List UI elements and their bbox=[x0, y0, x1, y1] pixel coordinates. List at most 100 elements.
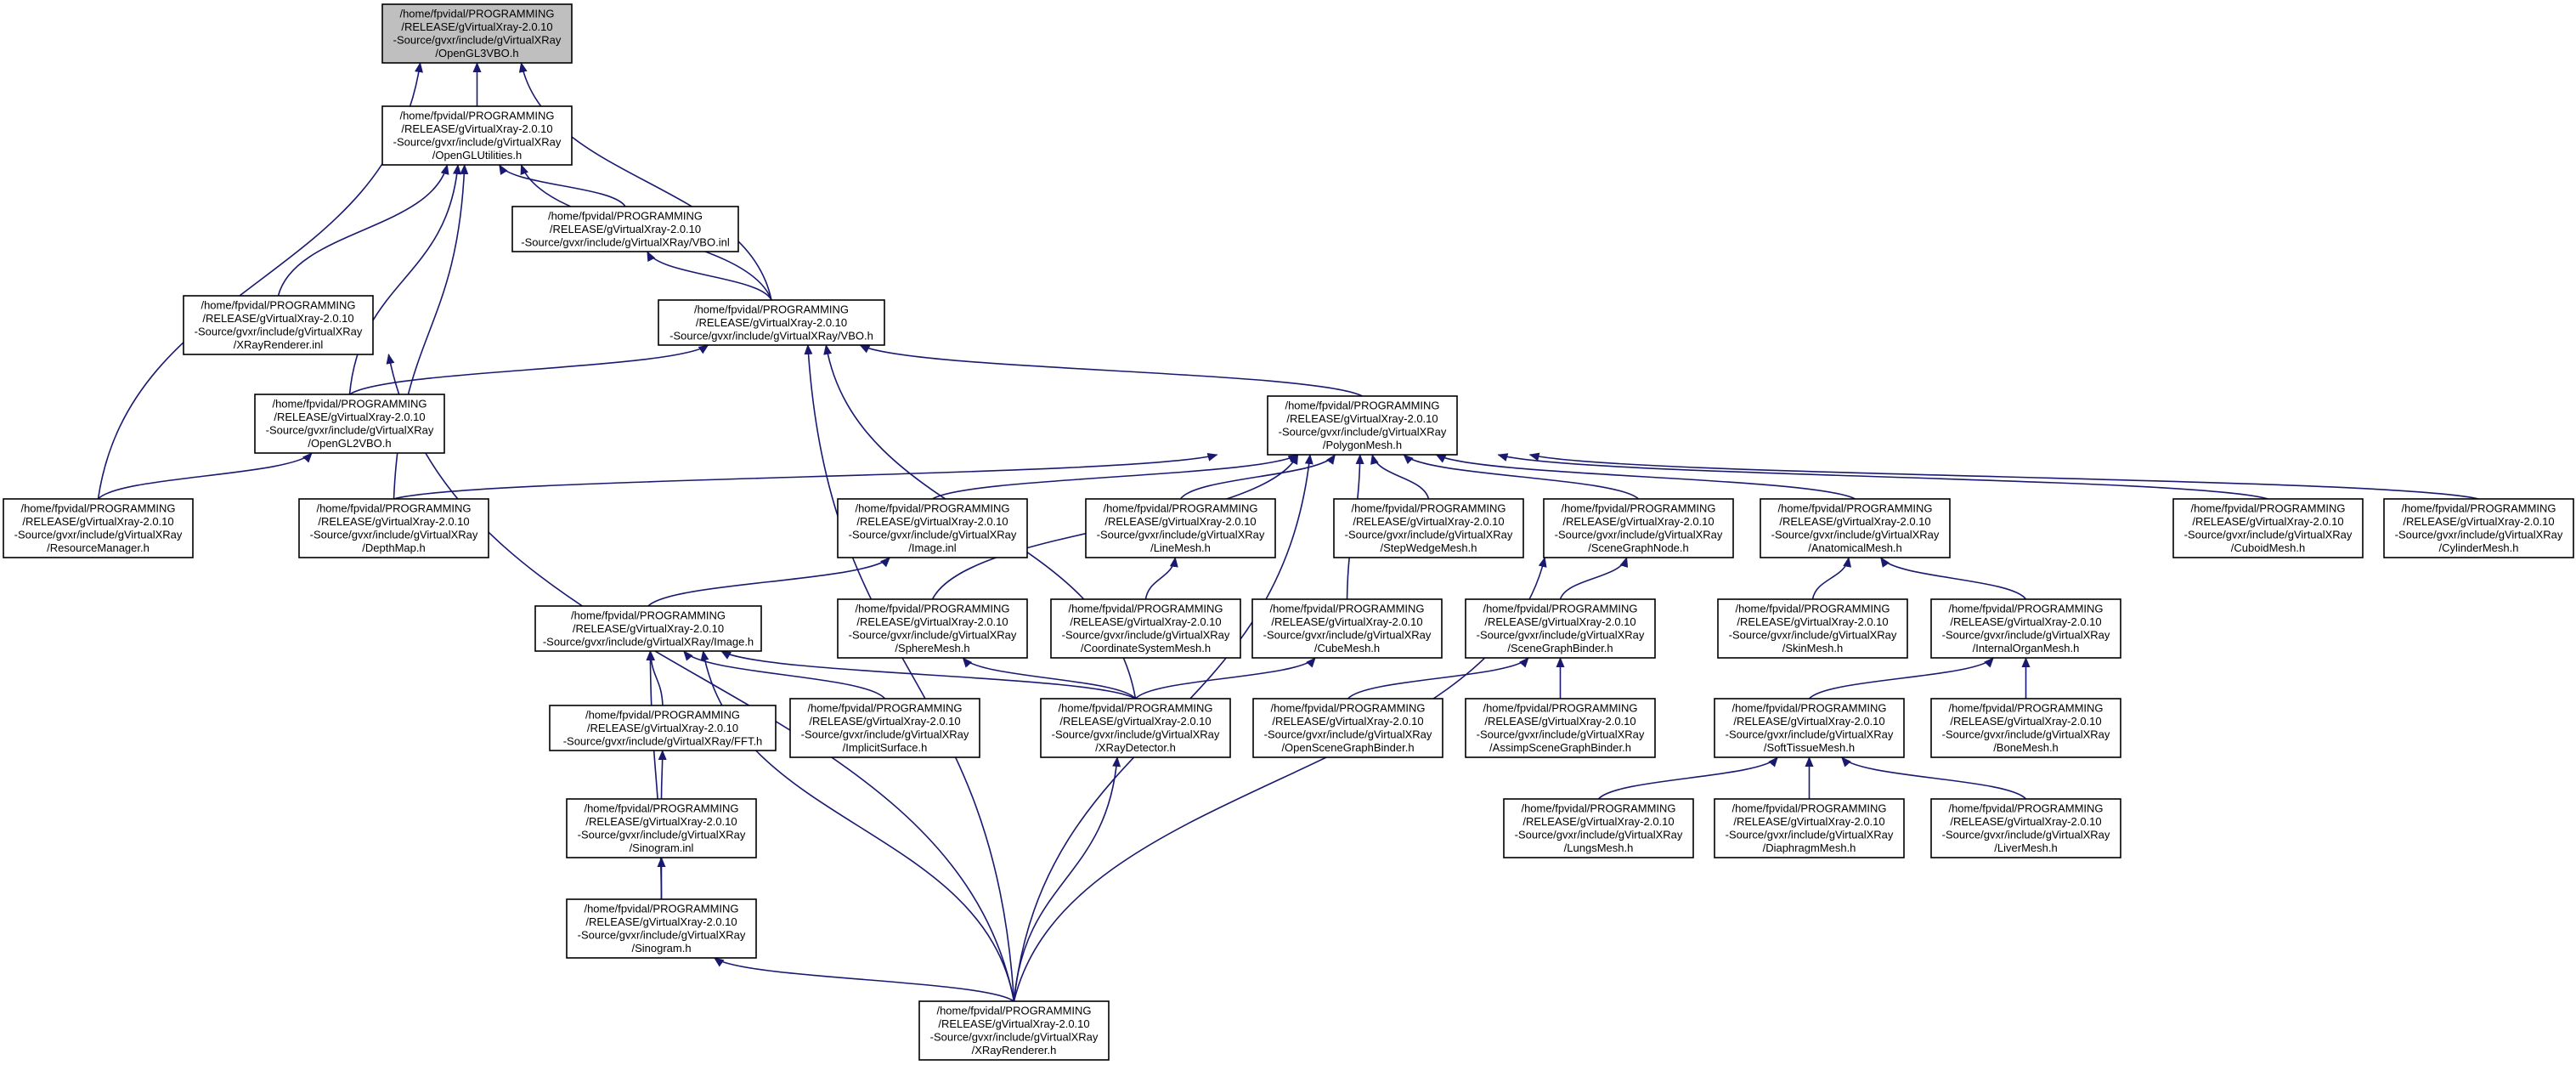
edge-lungsmesh-to-softtissuemesh bbox=[1597, 756, 1778, 800]
node-label-line: /home/fpvidal/PROGRAMMING bbox=[855, 603, 1009, 615]
file-node-diaphragmmesh[interactable]: /home/fpvidal/PROGRAMMING/RELEASE/gVirtu… bbox=[1714, 798, 1905, 858]
file-node-cylindermesh[interactable]: /home/fpvidal/PROGRAMMING/RELEASE/gVirtu… bbox=[2383, 498, 2574, 558]
file-node-linemesh[interactable]: /home/fpvidal/PROGRAMMING/RELEASE/gVirtu… bbox=[1085, 498, 1276, 558]
file-node-softtissuemesh[interactable]: /home/fpvidal/PROGRAMMING/RELEASE/gVirtu… bbox=[1714, 698, 1905, 758]
node-label-line: /home/fpvidal/PROGRAMMING bbox=[1285, 399, 1439, 412]
file-node-anatomicalmesh[interactable]: /home/fpvidal/PROGRAMMING/RELEASE/gVirtu… bbox=[1760, 498, 1951, 558]
file-node-image-inl[interactable]: /home/fpvidal/PROGRAMMING/RELEASE/gVirtu… bbox=[837, 498, 1028, 558]
file-node-skinmesh[interactable]: /home/fpvidal/PROGRAMMING/RELEASE/gVirtu… bbox=[1717, 598, 1908, 659]
file-node-image-h[interactable]: /home/fpvidal/PROGRAMMING/RELEASE/gVirtu… bbox=[534, 605, 762, 652]
file-node-assimpscenegraphbinder[interactable]: /home/fpvidal/PROGRAMMING/RELEASE/gVirtu… bbox=[1465, 698, 1656, 758]
file-node-opengl3vbo[interactable]: /home/fpvidal/PROGRAMMING/RELEASE/gVirtu… bbox=[381, 3, 573, 64]
node-label-line: /home/fpvidal/PROGRAMMING bbox=[1521, 802, 1675, 815]
edge-xrayrenderer-h-to-xraydetector bbox=[1013, 756, 1121, 1002]
node-label-line: /InternalOrganMesh.h bbox=[1973, 642, 2080, 654]
node-label-line: /OpenGL2VBO.h bbox=[308, 437, 391, 450]
node-label-line: -Source/gvxr/include/gVirtualXRay/VBO.in… bbox=[521, 235, 730, 248]
file-node-vbo-inl[interactable]: /home/fpvidal/PROGRAMMING/RELEASE/gVirtu… bbox=[511, 206, 739, 252]
node-label-line: /LiverMesh.h bbox=[1994, 841, 2057, 854]
file-node-coordinatesystemmesh[interactable]: /home/fpvidal/PROGRAMMING/RELEASE/gVirtu… bbox=[1050, 598, 1241, 659]
node-label-line: /DiaphragmMesh.h bbox=[1763, 841, 1856, 854]
node-box bbox=[837, 598, 1028, 659]
edge-scenegraphnode-to-polygonmesh bbox=[1403, 454, 1640, 500]
file-node-openglutilities[interactable]: /home/fpvidal/PROGRAMMING/RELEASE/gVirtu… bbox=[381, 105, 573, 166]
node-label-line: -Source/gvxr/include/gVirtualXRay bbox=[1726, 829, 1894, 841]
node-label-line: -Source/gvxr/include/gVirtualXRay bbox=[930, 1031, 1099, 1044]
node-label-line: -Source/gvxr/include/gVirtualXRay bbox=[801, 728, 969, 741]
node-label-line: /SceneGraphBinder.h bbox=[1507, 642, 1613, 654]
node-label-line: -Source/gvxr/include/gVirtualXRay/FFT.h bbox=[563, 734, 763, 747]
file-node-stepwedgemesh[interactable]: /home/fpvidal/PROGRAMMING/RELEASE/gVirtu… bbox=[1333, 498, 1524, 558]
node-label-line: /RELEASE/gVirtualXray-2.0.10 bbox=[585, 815, 737, 828]
file-node-cuboidmesh[interactable]: /home/fpvidal/PROGRAMMING/RELEASE/gVirtu… bbox=[2172, 498, 2364, 558]
file-node-lungsmesh[interactable]: /home/fpvidal/PROGRAMMING/RELEASE/gVirtu… bbox=[1503, 798, 1694, 858]
node-label-line: /home/fpvidal/PROGRAMMING bbox=[1351, 502, 1505, 515]
node-box bbox=[1714, 698, 1905, 758]
node-label-line: /RELEASE/gVirtualXray-2.0.10 bbox=[856, 615, 1008, 628]
node-label-line: /SceneGraphNode.h bbox=[1588, 541, 1689, 554]
file-node-livermesh[interactable]: /home/fpvidal/PROGRAMMING/RELEASE/gVirtu… bbox=[1930, 798, 2121, 858]
node-label-line: /RELEASE/gVirtualXray-2.0.10 bbox=[1522, 815, 1674, 828]
node-label-line: /home/fpvidal/PROGRAMMING bbox=[1777, 502, 1932, 515]
node-label-line: /ImplicitSurface.h bbox=[843, 741, 928, 754]
file-node-depthmap[interactable]: /home/fpvidal/PROGRAMMING/RELEASE/gVirtu… bbox=[298, 498, 489, 558]
node-label-line: -Source/gvxr/include/gVirtualXRay bbox=[849, 629, 1017, 642]
node-label-line: /home/fpvidal/PROGRAMMING bbox=[1269, 603, 1424, 615]
node-label-line: -Source/gvxr/include/gVirtualXRay bbox=[1477, 728, 1645, 741]
file-node-cubemesh[interactable]: /home/fpvidal/PROGRAMMING/RELEASE/gVirtu… bbox=[1251, 598, 1443, 659]
file-node-scenegraphbinder[interactable]: /home/fpvidal/PROGRAMMING/RELEASE/gVirtu… bbox=[1465, 598, 1656, 659]
node-label-line: /RELEASE/gVirtualXray-2.0.10 bbox=[550, 223, 701, 235]
node-label-line: /RELEASE/gVirtualXray-2.0.10 bbox=[2192, 515, 2343, 528]
node-label-line: /RELEASE/gVirtualXray-2.0.10 bbox=[1059, 715, 1211, 728]
edge-softtissuemesh-to-internalorganmesh bbox=[1808, 657, 1994, 700]
node-label-line: /home/fpvidal/PROGRAMMING bbox=[1483, 603, 1637, 615]
file-node-scenegraphnode[interactable]: /home/fpvidal/PROGRAMMING/RELEASE/gVirtu… bbox=[1543, 498, 1734, 558]
edge-polygonmesh-to-vbo-h bbox=[859, 344, 1363, 397]
file-node-implicitsurface[interactable]: /home/fpvidal/PROGRAMMING/RELEASE/gVirtu… bbox=[789, 698, 980, 758]
edge-linemesh-to-polygonmesh bbox=[1179, 454, 1336, 500]
edge-openscenegraphbinder-to-scenegraphbinder bbox=[1347, 657, 1529, 700]
node-box bbox=[183, 295, 374, 355]
node-label-line: /XRayRenderer.h bbox=[972, 1044, 1057, 1057]
edge-xrayrenderer-h-to-xrayrenderer-inl bbox=[386, 354, 1015, 1002]
file-node-resourcemanager[interactable]: /home/fpvidal/PROGRAMMING/RELEASE/gVirtu… bbox=[3, 498, 194, 558]
node-label-line: /home/fpvidal/PROGRAMMING bbox=[571, 609, 726, 621]
file-node-opengl2vbo[interactable]: /home/fpvidal/PROGRAMMING/RELEASE/gVirtu… bbox=[254, 394, 445, 454]
node-label-line: /RELEASE/gVirtualXray-2.0.10 bbox=[1950, 815, 2101, 828]
node-label-line: -Source/gvxr/include/gVirtualXRay bbox=[1097, 529, 1265, 541]
node-label-line: /RELEASE/gVirtualXray-2.0.10 bbox=[1286, 412, 1438, 425]
node-label-line: -Source/gvxr/include/gVirtualXRay bbox=[2395, 529, 2563, 541]
node-label-line: /home/fpvidal/PROGRAMMING bbox=[1948, 702, 2103, 715]
file-node-xrayrenderer-inl[interactable]: /home/fpvidal/PROGRAMMING/RELEASE/gVirtu… bbox=[183, 295, 374, 355]
file-node-internalorganmesh[interactable]: /home/fpvidal/PROGRAMMING/RELEASE/gVirtu… bbox=[1930, 598, 2121, 659]
node-label-line: /CubeMesh.h bbox=[1314, 642, 1380, 654]
file-node-xrayrenderer-h[interactable]: /home/fpvidal/PROGRAMMING/RELEASE/gVirtu… bbox=[918, 1000, 1110, 1061]
node-box bbox=[1040, 698, 1231, 758]
node-label-line: /RELEASE/gVirtualXray-2.0.10 bbox=[809, 715, 960, 728]
node-label-line: /RELEASE/gVirtualXray-2.0.10 bbox=[274, 411, 425, 423]
node-label-line: /RELEASE/gVirtualXray-2.0.10 bbox=[1070, 615, 1221, 628]
file-node-polygonmesh[interactable]: /home/fpvidal/PROGRAMMING/RELEASE/gVirtu… bbox=[1267, 395, 1458, 456]
file-node-bonemesh[interactable]: /home/fpvidal/PROGRAMMING/RELEASE/gVirtu… bbox=[1930, 698, 2121, 758]
node-label-line: /DepthMap.h bbox=[362, 541, 425, 554]
node-label-line: /RELEASE/gVirtualXray-2.0.10 bbox=[1353, 515, 1504, 528]
file-node-sinogram-h[interactable]: /home/fpvidal/PROGRAMMING/RELEASE/gVirtu… bbox=[566, 898, 757, 959]
node-label-line: -Source/gvxr/include/gVirtualXRay/Image.… bbox=[543, 635, 754, 648]
edge-fft-to-image-h bbox=[647, 650, 664, 706]
file-node-xraydetector[interactable]: /home/fpvidal/PROGRAMMING/RELEASE/gVirtu… bbox=[1040, 698, 1231, 758]
file-node-fft[interactable]: /home/fpvidal/PROGRAMMING/RELEASE/gVirtu… bbox=[549, 705, 777, 751]
node-label-line: /RELEASE/gVirtualXray-2.0.10 bbox=[1733, 715, 1884, 728]
node-box bbox=[1930, 598, 2121, 659]
node-label-line: /home/fpvidal/PROGRAMMING bbox=[272, 398, 427, 411]
node-label-line: /home/fpvidal/PROGRAMMING bbox=[1561, 502, 1715, 515]
edge-xrayrenderer-h-to-sinogram-h bbox=[713, 957, 1014, 1002]
node-box bbox=[511, 206, 739, 252]
file-node-spheremesh[interactable]: /home/fpvidal/PROGRAMMING/RELEASE/gVirtu… bbox=[837, 598, 1028, 659]
node-label-line: /RELEASE/gVirtualXray-2.0.10 bbox=[1484, 615, 1635, 628]
file-node-sinogram-inl[interactable]: /home/fpvidal/PROGRAMMING/RELEASE/gVirtu… bbox=[566, 798, 757, 858]
node-label-line: /home/fpvidal/PROGRAMMING bbox=[1948, 802, 2103, 815]
file-node-openscenegraphbinder[interactable]: /home/fpvidal/PROGRAMMING/RELEASE/gVirtu… bbox=[1252, 698, 1443, 758]
file-node-vbo-h[interactable]: /home/fpvidal/PROGRAMMING/RELEASE/gVirtu… bbox=[658, 299, 885, 346]
node-label-line: -Source/gvxr/include/gVirtualXRay bbox=[578, 829, 746, 841]
